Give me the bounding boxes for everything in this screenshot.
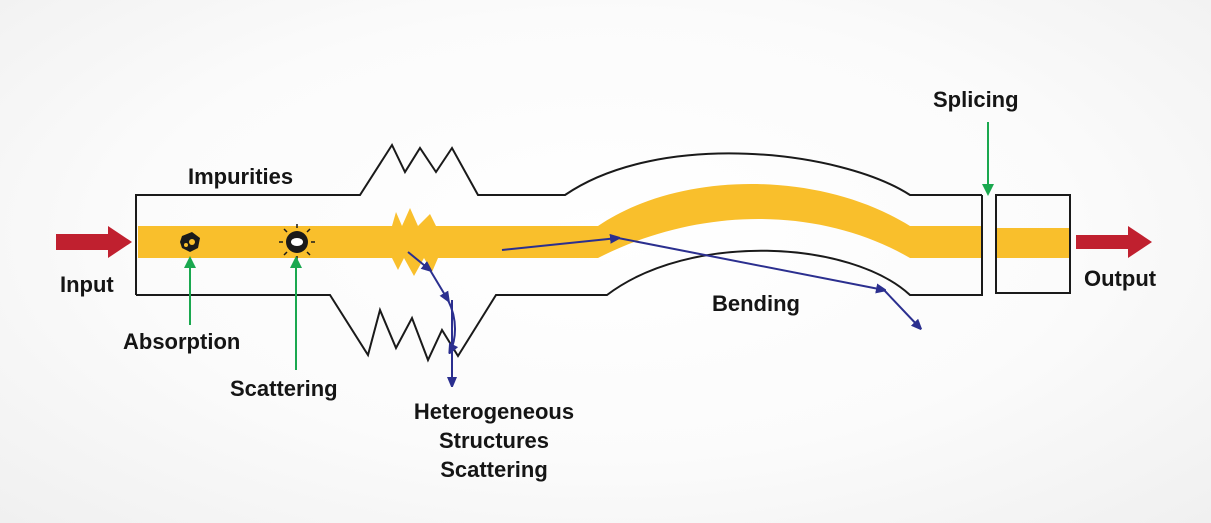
heterogeneous-label-line-2: Structures [438,428,550,453]
bending-loss-rays [501,238,920,328]
fiber-core [138,184,982,276]
scattering-label: Scattering [230,376,338,401]
splice-box [995,194,1071,294]
heterogeneous-scattering-rays [407,251,455,385]
heterogeneous-structures-scattering-label: Heterogeneous Structures Scattering [384,397,604,484]
bending-label: Bending [712,291,800,316]
absorption-particle-icon [180,232,200,252]
output-arrow-icon [1076,226,1152,258]
absorption-label: Absorption [123,329,241,354]
spliced-core [996,228,1070,258]
fiber-cladding-bottom [136,195,983,363]
heterogeneous-label-line-3: Scattering [440,457,548,482]
impurities-label: Impurities [188,164,294,189]
input-arrow-icon [56,226,132,258]
output-label: Output [1084,266,1157,291]
input-label: Input [60,272,114,297]
fiber-cladding-top [135,142,982,295]
splicing-label: Splicing [933,87,1019,112]
heterogeneous-label-line-1: Heterogeneous [413,399,575,424]
scattering-particle-icon [279,224,315,260]
